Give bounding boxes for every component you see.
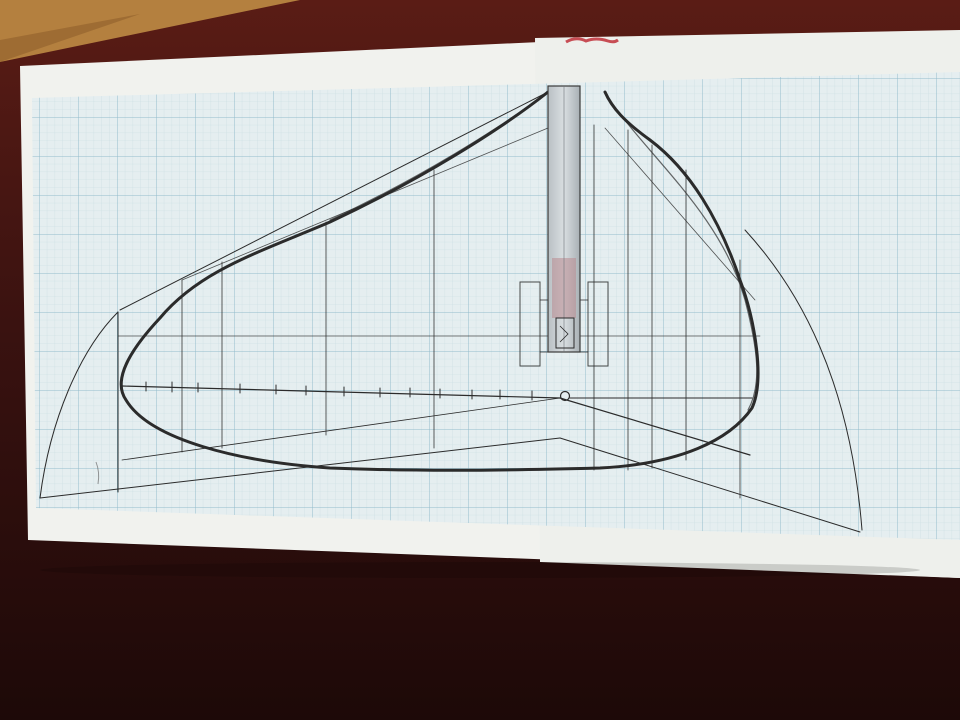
wood-floor-shade <box>0 14 140 62</box>
construction-line <box>559 437 861 533</box>
focal-point-marker <box>559 390 571 402</box>
pencil-smudge <box>95 461 100 485</box>
optical-axis <box>121 385 561 399</box>
wood-floor-corner <box>0 0 300 62</box>
construction-line <box>39 437 561 499</box>
red-scribble-mark <box>565 37 619 44</box>
pencil-drawing <box>39 90 863 533</box>
construction-line <box>181 127 549 281</box>
axis-ticks <box>145 381 533 401</box>
construction-line <box>559 397 751 456</box>
outer-arc-left <box>39 311 119 499</box>
construction-line <box>121 397 561 461</box>
section-lines <box>181 124 741 499</box>
central-rod <box>547 85 581 353</box>
rod-holder-right <box>587 281 609 367</box>
lens-outline-inner <box>329 91 758 411</box>
lens-outline <box>119 90 760 472</box>
rod-holder-left <box>519 281 541 367</box>
paper-shadow <box>40 562 920 578</box>
construction-line <box>119 91 549 311</box>
construction-line <box>604 127 756 301</box>
graph-paper <box>32 72 960 540</box>
outer-arc-right <box>744 229 863 531</box>
